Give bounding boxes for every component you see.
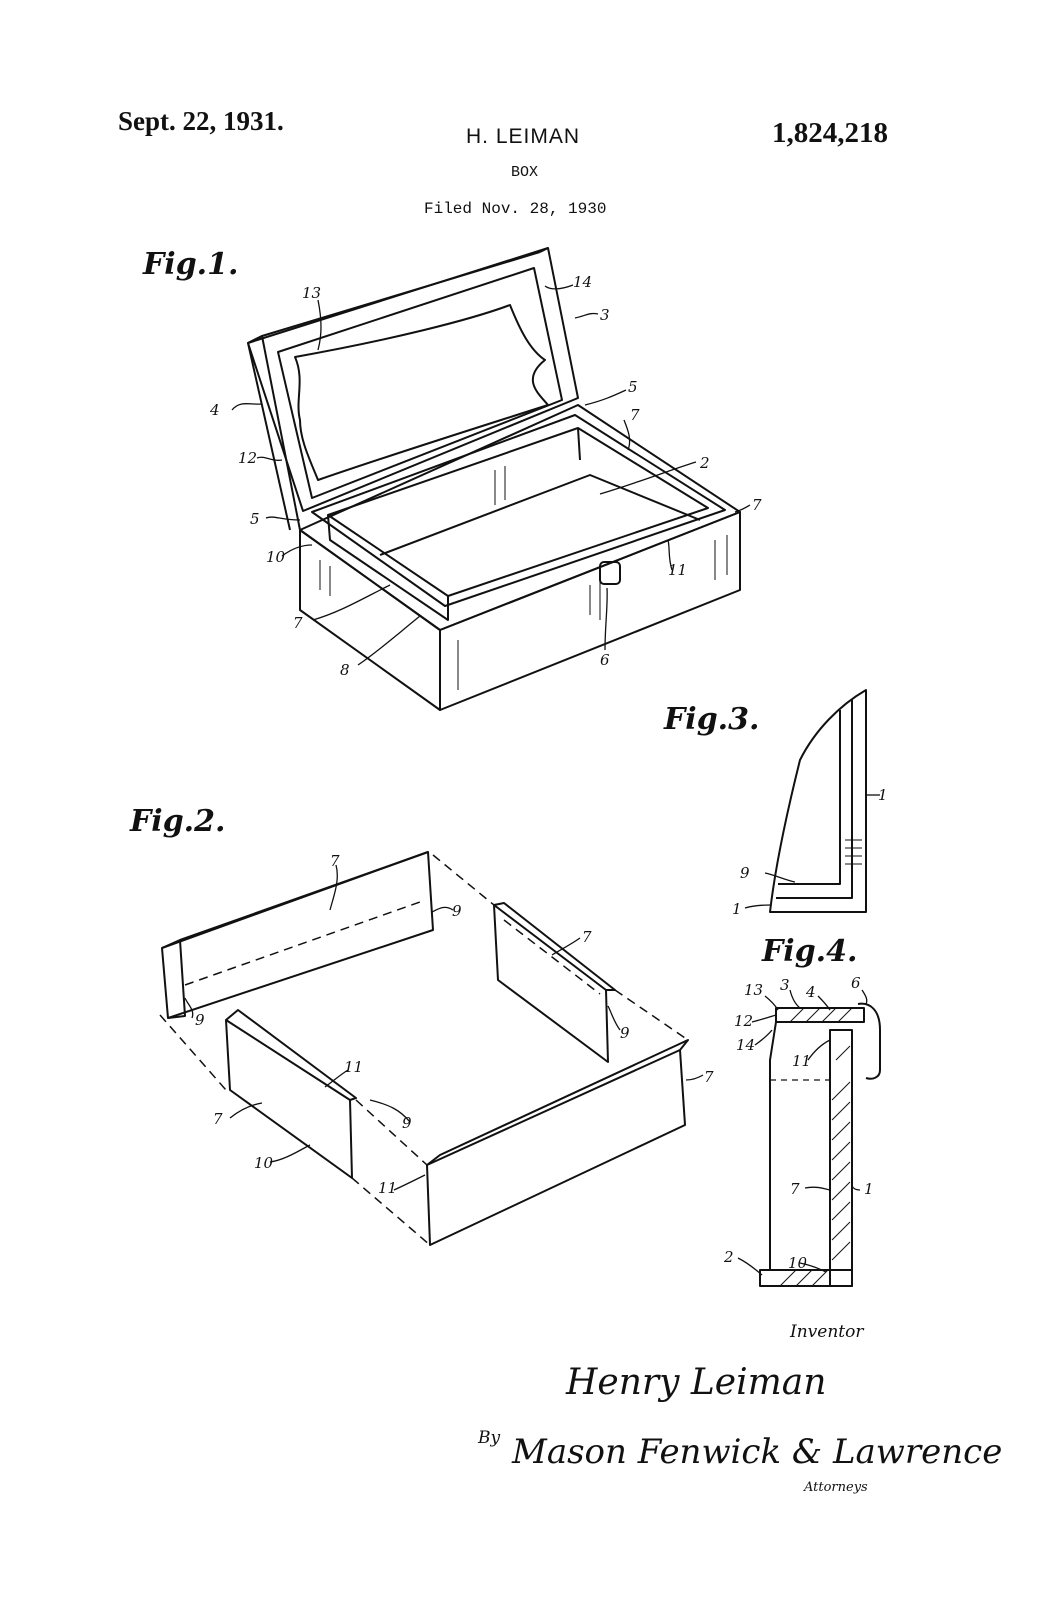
inventor-signature: Henry Leiman — [566, 1362, 827, 1403]
fig1-ref: 13 — [302, 284, 321, 302]
fig3-drawing — [744, 689, 880, 913]
fig1-ref: 7 — [630, 406, 640, 424]
fig4-ref: 1 — [864, 1180, 874, 1198]
fig3-ref: 9 — [740, 864, 750, 882]
patent-date: Sept. 22, 1931. — [118, 106, 284, 136]
fig2-ref: 7 — [213, 1110, 223, 1128]
fig4-ref: 11 — [792, 1052, 811, 1070]
fig1-ref: 5 — [628, 378, 638, 396]
fig1-ref: 10 — [266, 548, 286, 566]
fig1-ref: 7 — [293, 614, 303, 632]
fig4-ref: 14 — [736, 1036, 755, 1054]
fig2-ref: 9 — [402, 1114, 412, 1132]
fig2-ref: 10 — [254, 1154, 274, 1172]
fig1-ref: 7 — [752, 496, 762, 514]
fig1-ref: 12 — [238, 449, 257, 467]
fig2-label: Fig.2. — [130, 804, 226, 839]
fig1-ref: 8 — [340, 661, 350, 679]
attorneys-caption: Attorneys — [804, 1480, 868, 1495]
fig4-ref: 12 — [734, 1012, 753, 1030]
fig1-ref: 5 — [250, 510, 260, 528]
fig4-ref: 10 — [788, 1254, 808, 1272]
fig2-ref: 9 — [195, 1011, 205, 1029]
fig4-ref: 6 — [851, 974, 861, 992]
fig2-ref: 11 — [344, 1058, 363, 1076]
attorney-signature: Mason Fenwick & Lawrence — [512, 1432, 1003, 1472]
fig3-ref: 1 — [878, 786, 888, 804]
fig4-ref: 2 — [723, 1248, 734, 1266]
inventor-caption: Inventor — [790, 1322, 864, 1342]
fig4-ref: 3 — [780, 976, 790, 994]
fig3-ref: 1 — [732, 900, 742, 918]
fig1-ref: 3 — [600, 306, 610, 324]
fig1-ref: 6 — [600, 651, 610, 669]
fig2-ref: 11 — [378, 1179, 397, 1197]
fig1-label: Fig.1. — [143, 247, 239, 282]
fig1-ref: 2 — [699, 454, 710, 472]
fig2-ref: 7 — [582, 928, 592, 946]
fig4-ref: 7 — [790, 1180, 800, 1198]
by-label: By — [478, 1428, 501, 1448]
fig2-ref: 7 — [330, 852, 340, 870]
fig4-ref: 4 — [805, 983, 816, 1001]
fig4-drawing — [737, 989, 881, 1287]
fig2-ref: 9 — [620, 1024, 630, 1042]
fig4-label: Fig.4. — [762, 934, 858, 969]
fig3-label: Fig.3. — [664, 702, 760, 737]
fig2-ref: 9 — [452, 902, 462, 920]
fig4-ref: 13 — [744, 981, 763, 999]
fig1-drawing — [231, 247, 751, 711]
patent-number: 1,824,218 — [772, 117, 888, 149]
fig1-ref: 14 — [573, 273, 592, 291]
patent-title: BOX — [511, 164, 539, 181]
fig1-ref: 4 — [209, 401, 220, 419]
inventor-header: H. LEIMAN — [466, 125, 581, 148]
fig2-ref: 7 — [704, 1068, 714, 1086]
filed-date: Filed Nov. 28, 1930 — [424, 200, 607, 218]
fig2-drawing — [159, 851, 704, 1246]
fig1-ref: 11 — [668, 561, 687, 579]
